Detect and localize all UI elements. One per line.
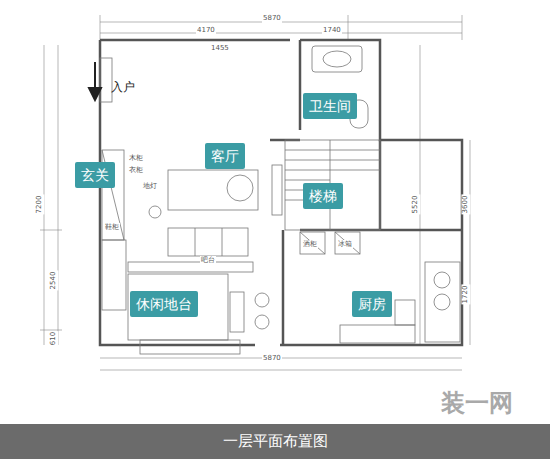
dimension: 1740 xyxy=(322,26,342,35)
furniture-label: 木柜 xyxy=(128,154,144,163)
dimension: 1720 xyxy=(461,285,470,305)
room-name: 客厅 xyxy=(211,148,239,164)
watermark: 装一网 xyxy=(440,390,514,416)
dimension: 3600 xyxy=(461,195,470,215)
room-label: 卫生间 xyxy=(303,93,357,119)
room-label: 厨房 xyxy=(352,291,392,317)
room-label: 楼梯 xyxy=(303,183,343,209)
room-label: 客厅 xyxy=(205,143,245,169)
furniture-label: 地灯 xyxy=(142,182,158,191)
room-name: 休闲地台 xyxy=(136,296,192,312)
room-name: 卫生间 xyxy=(309,98,351,114)
room-name: 厨房 xyxy=(358,296,386,312)
entry-label: 入户 xyxy=(110,80,136,94)
furniture-label: 衣柜 xyxy=(128,166,144,175)
furniture-label: 冰箱 xyxy=(337,240,353,249)
dimension: 5520 xyxy=(411,195,420,215)
furniture-label: 鞋柜 xyxy=(104,223,120,232)
room-name: 玄关 xyxy=(81,167,109,183)
dimension: 1455 xyxy=(210,44,230,53)
dimension: 610 xyxy=(49,331,58,346)
dimension: 5870 xyxy=(262,354,282,363)
room-label: 玄关 xyxy=(75,162,115,188)
room-name: 楼梯 xyxy=(309,188,337,204)
furniture-label: 吧台 xyxy=(200,256,216,265)
caption: 一层平面布置图 xyxy=(0,424,550,459)
dimension: 2540 xyxy=(49,271,58,291)
dimension: 4170 xyxy=(196,26,216,35)
dimension: 5870 xyxy=(262,14,282,23)
furniture-label: 酒柜 xyxy=(302,240,318,249)
room-label: 休闲地台 xyxy=(130,291,198,317)
dimension: 7200 xyxy=(35,195,44,215)
